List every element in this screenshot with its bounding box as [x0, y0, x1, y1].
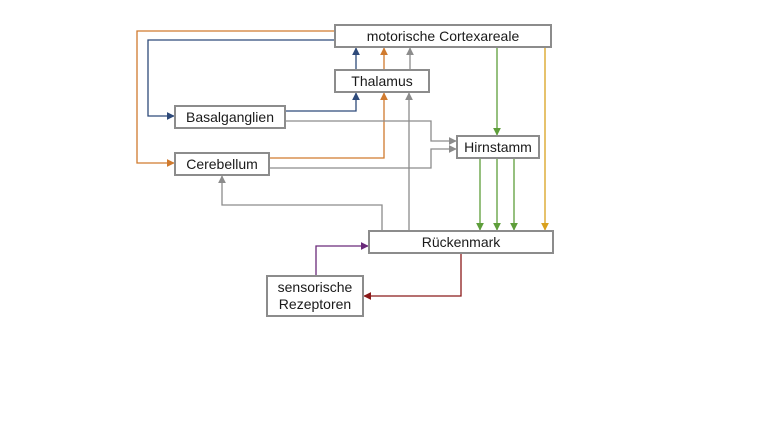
arrow-rueckenmark-to-sensorisch — [363, 254, 462, 300]
arrow-cerebellum-to-hirnstamm — [270, 145, 457, 169]
node-label: Cerebellum — [186, 155, 258, 172]
node-label: motorische Cortexareale — [366, 27, 520, 44]
arrow-cerebellum-to-thalamus — [270, 92, 388, 159]
node-brainstem: Hirnstamm — [456, 135, 540, 159]
node-thalamus: Thalamus — [334, 69, 430, 93]
arrow-cortex-to-cerebellum — [136, 30, 334, 167]
arrow-rueckenmark-to-cerebellum — [218, 175, 383, 230]
node-label: Basalganglien — [186, 108, 274, 125]
node-motor-cortex: motorische Cortexareale — [334, 24, 552, 48]
node-label: Thalamus — [351, 72, 413, 89]
node-label: Rückenmark — [421, 233, 501, 250]
node-label: Hirnstamm — [464, 138, 532, 155]
node-label: sensorische Rezeptoren — [277, 279, 353, 312]
node-cerebellum: Cerebellum — [174, 152, 270, 176]
arrow-basal-to-thalamus — [286, 92, 360, 112]
node-sensory-receptors: sensorische Rezeptoren — [266, 275, 364, 317]
arrow-sensorisch-to-rueckenmark — [315, 242, 369, 275]
arrow-cortex-to-basal — [147, 39, 334, 120]
node-basal-ganglia: Basalganglien — [174, 105, 286, 129]
arrow-basal-to-hirnstamm — [286, 120, 457, 145]
node-spinal-cord: Rückenmark — [368, 230, 554, 254]
